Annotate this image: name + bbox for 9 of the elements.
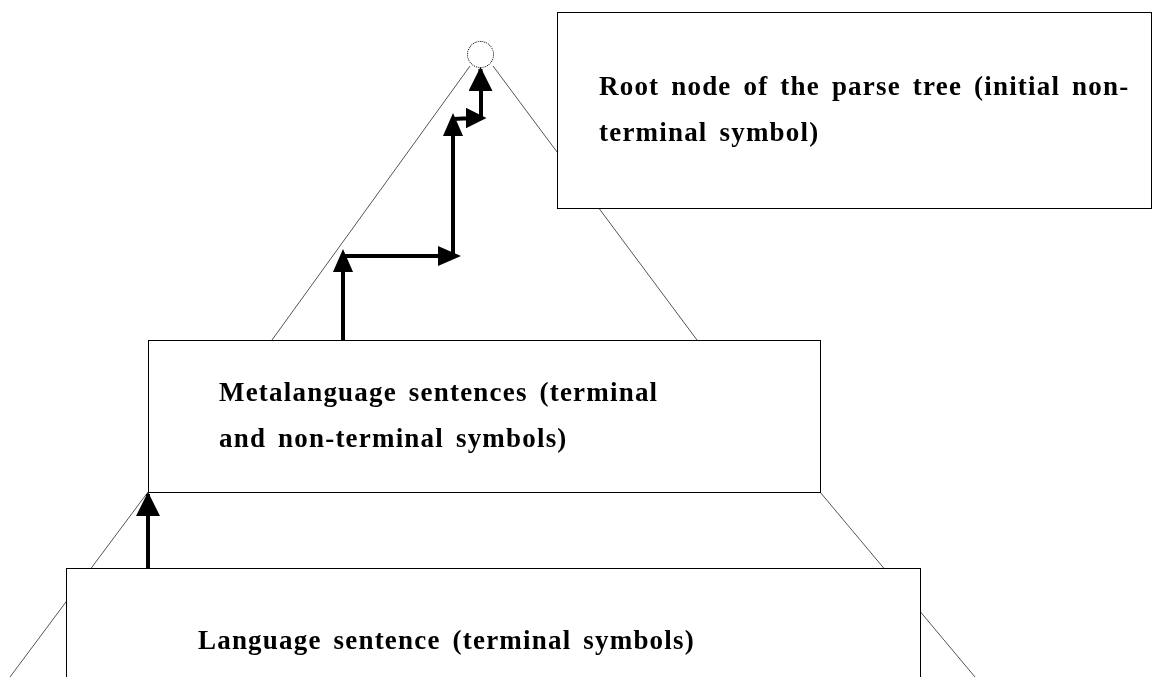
text-box bbox=[66, 568, 921, 677]
box-label: Language sentence (terminal symbols) bbox=[198, 624, 696, 657]
text-box bbox=[148, 340, 821, 493]
box-label: Root node of the parse tree (initial non-terminal symbol) bbox=[599, 70, 1131, 149]
text-box bbox=[557, 12, 1152, 209]
node-circle bbox=[467, 41, 494, 68]
arrow bbox=[334, 67, 493, 342]
box-label: Metalanguage sentences (terminal and non-terminal symbols) bbox=[219, 376, 660, 455]
arrow bbox=[136, 492, 160, 568]
